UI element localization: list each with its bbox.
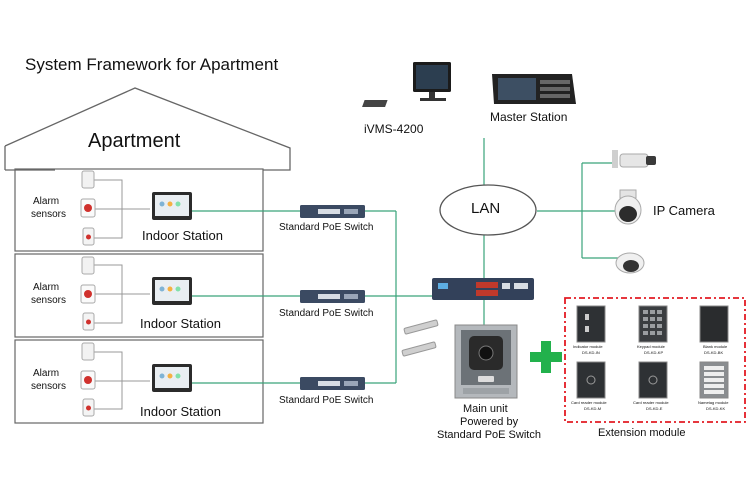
magnetic-lock-icon [401,319,439,357]
module-caption: Card reader module [633,400,669,405]
floor-box-3 [14,339,264,424]
keypad-module-icon [638,305,668,343]
sensor-bracket-2 [93,264,150,324]
box-camera-icon [612,150,656,168]
master-station-label: Master Station [490,110,568,124]
diagram-title: System Framework for Apartment [25,55,279,74]
sensor-bracket-1 [93,179,150,239]
lan-ellipse [439,184,537,236]
module-model: DS-KD-KP [644,350,664,355]
main-unit-powered-label: Powered by [460,416,519,428]
alarm-sensors-label-2a: Alarm [33,282,60,293]
apartment-label: Apartment [88,130,181,152]
alarm-sensors-label-3a: Alarm [33,368,60,379]
indoor-station-label-1: Indoor Station [142,228,223,243]
module-caption: Indicator module [573,344,603,349]
floor-box-1 [14,168,264,252]
poe-switch-label-3: Standard PoE Switch [279,395,374,406]
pc-monitor-icon [362,62,451,107]
master-station-icon [492,74,576,104]
poe-switch-label-2: Standard PoE Switch [279,308,374,319]
indoor-station-icon [152,192,192,392]
speed-dome-camera-icon [614,189,642,225]
main-unit-label: Main unit [463,403,508,415]
indoor-station-label-2: Indoor Station [140,316,221,331]
alarm-sensors-label-3b: sensors [31,381,67,392]
alarm-sensors-label-2b: sensors [31,295,67,306]
door-contact-icon [82,227,95,417]
module-model: DS-KD-KK [706,406,726,411]
indoor-station-label-3: Indoor Station [140,404,221,419]
blank-module-icon [699,305,729,343]
nametag-module-icon [699,361,729,399]
module-caption: Keypad module [637,344,665,349]
main-unit-switch-label: Standard PoE Switch [437,429,541,441]
poe-switch-label-1: Standard PoE Switch [279,222,374,233]
ivms-label: iVMS-4200 [364,122,424,136]
lan-label: LAN [471,200,501,217]
dome-camera-icon [615,252,645,274]
ip-camera-label: IP Camera [653,203,715,218]
sensor-bracket-3 [93,351,150,410]
indicator-module-icon [576,305,606,343]
card-reader-module-icon [576,361,668,399]
main-unit-icon [454,324,518,399]
module-model: DS-KD-M [584,406,602,411]
module-model: DS-KD-BK [704,350,724,355]
module-model: DS-KD-IN [582,350,600,355]
roof-outline [4,87,291,171]
alarm-sensors-label-1a: Alarm [33,196,60,207]
pir-sensor-icon [81,170,95,361]
module-caption: Nametag module [698,400,729,405]
central-poe-switch-icon [432,278,534,300]
module-model: DS-KD-E [646,406,663,411]
extension-module-label: Extension module [598,427,686,439]
network-links [192,138,618,384]
module-caption: Card reader module [571,400,607,405]
module-caption: Blank module [703,344,728,349]
alarm-sensors-label-1b: sensors [31,209,67,220]
panic-button-icon [80,198,96,390]
plus-icon [530,341,562,373]
poe-switch-icon [300,205,365,390]
extension-module-box [564,297,746,423]
